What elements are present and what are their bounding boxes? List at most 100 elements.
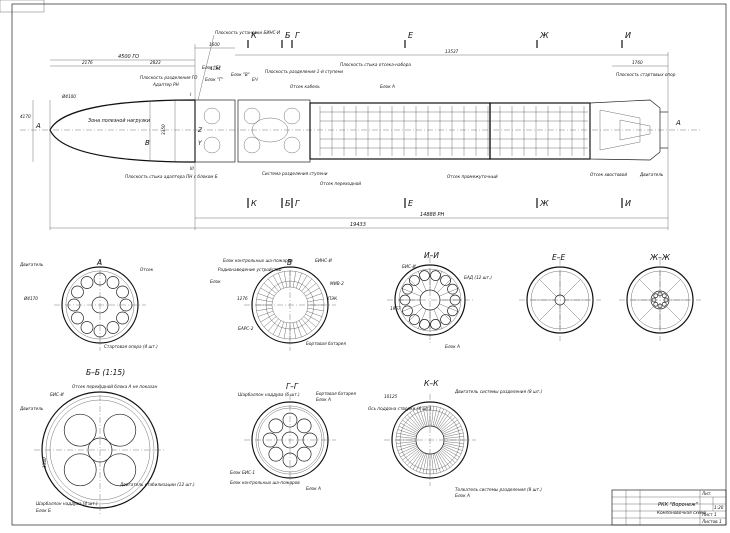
svg-text:Блок БИС-1: Блок БИС-1 bbox=[230, 470, 255, 475]
svg-text:Z: Z bbox=[197, 127, 203, 134]
cut-mark-top: И bbox=[625, 31, 631, 40]
section-zz-view bbox=[619, 259, 701, 341]
svg-text:Плоскость стартовых опор: Плоскость стартовых опор bbox=[616, 72, 676, 77]
section-title-bb: Б–Б (1:15) bbox=[86, 368, 125, 377]
cut-mark-top: Г bbox=[295, 31, 300, 40]
svg-text:4170: 4170 bbox=[20, 114, 31, 119]
svg-text:Блок контрольных ша-пожаров: Блок контрольных ша-пожаров bbox=[230, 480, 300, 485]
svg-text:БИС-И: БИС-И bbox=[50, 392, 64, 397]
svg-text:1600: 1600 bbox=[209, 42, 220, 47]
svg-text:1340: 1340 bbox=[42, 457, 47, 468]
section-title-b: B bbox=[287, 258, 292, 267]
section-ee-view bbox=[519, 259, 601, 341]
svg-text:I: I bbox=[190, 92, 192, 97]
svg-text:2176: 2176 bbox=[82, 60, 93, 65]
svg-text:Листов 1: Листов 1 bbox=[701, 519, 722, 524]
section-title-ee: Е–Е bbox=[552, 253, 565, 262]
svg-text:Двигатель системы разделения (: Двигатель системы разделения (8 шт.) bbox=[454, 389, 543, 394]
section-b-view bbox=[244, 259, 336, 351]
section-kk-view bbox=[384, 394, 476, 486]
svg-text:Зона полезной нагрузки: Зона полезной нагрузки bbox=[88, 118, 150, 124]
svg-text:3350: 3350 bbox=[161, 124, 166, 135]
svg-text:A: A bbox=[35, 122, 41, 130]
svg-text:Двигатель: Двигатель bbox=[19, 406, 44, 411]
svg-text:Лит.: Лит. bbox=[701, 491, 712, 496]
cut-mark-top: Б bbox=[285, 31, 291, 40]
svg-text:Отсек переходной: Отсек переходной bbox=[320, 181, 361, 186]
svg-text:Блок А: Блок А bbox=[455, 493, 470, 498]
svg-text:Блок А: Блок А bbox=[380, 84, 395, 89]
svg-text:Блок А: Блок А bbox=[445, 344, 460, 349]
stage-body bbox=[309, 102, 491, 160]
svg-text:Шарбаллон наддува (4 шт.): Шарбаллон наддува (4 шт.) bbox=[36, 501, 98, 506]
cut-mark-bottom: Б bbox=[285, 199, 291, 208]
svg-text:10125: 10125 bbox=[384, 394, 398, 399]
cut-mark-top: Е bbox=[408, 31, 414, 40]
svg-text:Блок А: Блок А bbox=[306, 486, 321, 491]
svg-text:Адаптер РН: Адаптер РН bbox=[152, 82, 180, 87]
svg-text:Ø4170: Ø4170 bbox=[23, 296, 38, 301]
svg-text:1760: 1760 bbox=[632, 60, 643, 65]
svg-text:БАРС-2: БАРС-2 bbox=[238, 326, 254, 331]
svg-text:14888 РН: 14888 РН bbox=[420, 212, 445, 218]
engine-section bbox=[589, 99, 661, 161]
svg-text:Двигатель стабилизации (12 шт.: Двигатель стабилизации (12 шт.) bbox=[119, 482, 195, 487]
svg-text:Радионаведение устройство: Радионаведение устройство bbox=[218, 267, 282, 272]
section-a-view bbox=[54, 259, 146, 351]
corner-stamp bbox=[0, 0, 45, 13]
svg-text:B: B bbox=[145, 139, 150, 147]
svg-text:Отсек хвостовой: Отсек хвостовой bbox=[590, 172, 627, 177]
svg-text:Блок Б: Блок Б bbox=[36, 508, 51, 513]
svg-text:Блок контрольных ша-пожаров: Блок контрольных ша-пожаров bbox=[223, 258, 293, 263]
svg-text:Блок А: Блок А bbox=[316, 397, 331, 402]
doc-name: Компоновочная схема bbox=[657, 510, 706, 515]
svg-text:19433: 19433 bbox=[350, 222, 366, 228]
svg-text:Блок "Б": Блок "Б" bbox=[202, 65, 221, 70]
svg-text:Блок "Г": Блок "Г" bbox=[205, 77, 223, 82]
cut-mark-top: К bbox=[251, 31, 257, 40]
section-title-gg: Г–Г bbox=[286, 382, 299, 391]
svg-text:Плоскость разделения 1-й ступе: Плоскость разделения 1-й ступени bbox=[265, 69, 343, 74]
section-title-a: A bbox=[96, 258, 102, 267]
section-bb-view bbox=[34, 384, 166, 516]
svg-text:13537: 13537 bbox=[445, 49, 459, 54]
svg-text:ПЭК: ПЭК bbox=[328, 296, 338, 301]
title-block: РКК "Воронеж" Компоновочная схема Лит. 1… bbox=[611, 489, 727, 526]
svg-text:Отсек переходной блока А не по: Отсек переходной блока А не показан bbox=[72, 384, 158, 389]
svg-text:4500 ГО: 4500 ГО bbox=[118, 54, 139, 60]
svg-text:2823: 2823 bbox=[150, 60, 161, 65]
svg-text:1957: 1957 bbox=[390, 306, 401, 311]
cut-mark-bottom: И bbox=[625, 199, 631, 208]
svg-text:A: A bbox=[675, 119, 681, 127]
section-gg-view bbox=[244, 394, 336, 486]
svg-text:Отсек кабель: Отсек кабель bbox=[290, 84, 320, 89]
fairing-outline bbox=[49, 99, 196, 163]
svg-text:Блок "В": Блок "В" bbox=[231, 72, 250, 77]
svg-text:Двигатель: Двигатель bbox=[639, 172, 664, 177]
svg-text:Плоскость стыка адаптера ПН с: Плоскость стыка адаптера ПН с блоком Б bbox=[125, 174, 218, 179]
cut-mark-bottom: Г bbox=[295, 199, 300, 208]
svg-text:Двигатель: Двигатель bbox=[19, 262, 44, 267]
svg-text:БИС-И: БИС-И bbox=[402, 264, 416, 269]
svg-text:БЧ: БЧ bbox=[252, 77, 258, 82]
svg-text:III: III bbox=[190, 166, 194, 171]
svg-text:Ø4100: Ø4100 bbox=[61, 94, 76, 99]
svg-text:1184: 1184 bbox=[210, 66, 221, 71]
svg-text:БИНС-И: БИНС-И bbox=[315, 258, 333, 263]
rocket-side-view: 4500 ГО 1600 13537 2176 2823 1184 1760 1… bbox=[20, 30, 700, 230]
svg-text:Система разделения ступени: Система разделения ступени bbox=[262, 171, 328, 176]
cut-mark-bottom: К bbox=[251, 199, 257, 208]
svg-text:МИВ-2: МИВ-2 bbox=[330, 281, 344, 286]
section-title-ii: И–И bbox=[424, 251, 439, 260]
svg-text:Бортовая батарея: Бортовая батарея bbox=[316, 391, 356, 396]
section-title-zz: Ж–Ж bbox=[649, 253, 671, 262]
sheet-border bbox=[11, 3, 727, 526]
svg-text:БАД (12 шт.): БАД (12 шт.) bbox=[464, 275, 492, 280]
svg-text:Отсек промежуточный: Отсек промежуточный bbox=[447, 174, 498, 179]
svg-text:Толкатель системы разделения (: Толкатель системы разделения (8 шт.) bbox=[455, 487, 542, 492]
cut-mark-bottom: Ж bbox=[539, 199, 549, 208]
org-name: РКК "Воронеж" bbox=[658, 502, 698, 508]
cut-mark-top: Ж bbox=[539, 31, 549, 40]
